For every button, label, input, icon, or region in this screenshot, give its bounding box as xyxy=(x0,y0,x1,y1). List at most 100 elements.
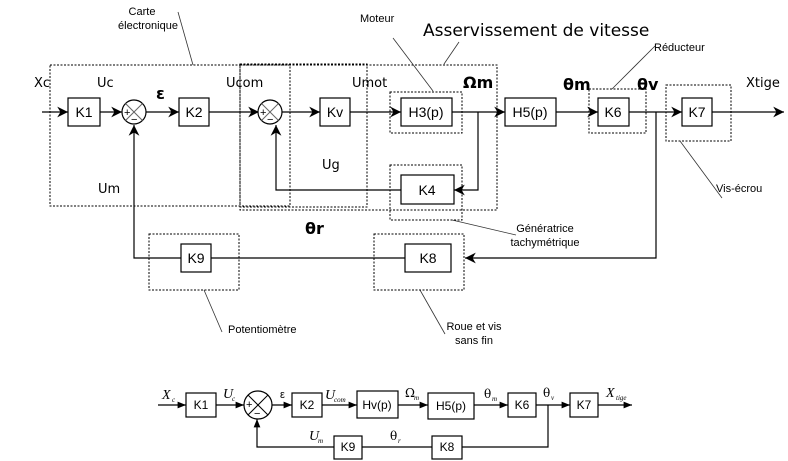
svg-text:K1: K1 xyxy=(75,104,92,120)
block-b-k9: K9 xyxy=(333,435,363,460)
diagram-title: Asservissement de vitesse xyxy=(423,21,649,41)
block-b-k8: K8 xyxy=(431,435,463,460)
wire-um xyxy=(128,125,181,259)
block-h5: H5(p) xyxy=(504,97,557,127)
svg-text:K4: K4 xyxy=(418,182,435,198)
svg-text:U: U xyxy=(223,387,234,402)
svg-text:K2: K2 xyxy=(185,104,202,120)
svg-text:K7: K7 xyxy=(577,398,592,412)
minus-sign: − xyxy=(131,114,137,126)
annotation-generatrice-line2: tachymétrique xyxy=(510,237,579,249)
block-kv: Kv xyxy=(319,97,351,127)
svg-text:c: c xyxy=(172,396,176,404)
top-diagram: Asservissement de vitesse xyxy=(34,6,784,347)
plus-sign: + xyxy=(260,107,266,119)
svg-text:m: m xyxy=(492,395,497,403)
signal-b-theta-r: θ r xyxy=(390,429,401,445)
block-k2: K2 xyxy=(178,97,210,127)
svg-text:m: m xyxy=(414,394,419,402)
svg-text:Ω: Ω xyxy=(405,386,415,400)
signal-b-theta-v: θ v xyxy=(543,386,555,402)
annotation-carte-line2: électronique xyxy=(118,20,178,32)
svg-text:tige: tige xyxy=(616,394,627,402)
moteur-leader xyxy=(392,37,434,92)
vis-ecrou-leader xyxy=(679,140,723,199)
svg-text:K2: K2 xyxy=(300,398,315,412)
block-k9: K9 xyxy=(180,243,212,273)
annotation-reducteur: Réducteur xyxy=(654,42,705,54)
svg-text:K6: K6 xyxy=(515,398,530,412)
signal-theta-m: θm xyxy=(563,75,591,94)
annotation-vis-ecrou: Vis-écrou xyxy=(716,183,762,195)
svg-text:K7: K7 xyxy=(688,104,705,120)
signal-uc: Uc xyxy=(97,76,114,91)
roue-leader xyxy=(419,289,446,335)
signal-b-xc: X c xyxy=(161,388,176,404)
block-b-k6: K6 xyxy=(507,392,537,418)
potentiometre-leader xyxy=(203,289,223,333)
svg-text:H3(p): H3(p) xyxy=(408,104,443,120)
svg-text:c: c xyxy=(232,395,236,403)
inner-loop-box xyxy=(239,63,368,208)
bottom-diagram: K1 K2 Hv(p) H5(p) K6 K7 K9 K8 xyxy=(158,386,632,460)
annotation-roue-line1: Roue et vis xyxy=(446,321,502,333)
svg-text:H5(p): H5(p) xyxy=(436,399,466,413)
signal-um: Um xyxy=(98,182,120,197)
svg-text:v: v xyxy=(551,394,555,402)
roue-vis-box xyxy=(373,233,465,291)
signal-omega-m: Ωm xyxy=(463,73,493,92)
svg-text:K9: K9 xyxy=(341,440,356,454)
svg-text:θ: θ xyxy=(390,429,397,443)
block-b-h5: H5(p) xyxy=(427,392,475,420)
signal-b-um: U m xyxy=(309,429,323,445)
carte-electronique-box xyxy=(49,64,291,207)
svg-text:r: r xyxy=(398,437,401,445)
asservissement-vitesse-box xyxy=(239,64,498,211)
minus-sign: − xyxy=(267,114,273,126)
svg-text:K9: K9 xyxy=(187,250,204,266)
generatrice-leader xyxy=(451,219,517,236)
summing-junction-2: + − xyxy=(257,99,283,126)
signal-b-ucom: U com xyxy=(325,388,346,404)
signal-b-theta-m: θ m xyxy=(484,387,497,403)
signal-b-uc: U c xyxy=(223,387,236,403)
signal-epsilon: ε xyxy=(156,84,165,103)
potentiometre-box xyxy=(148,233,240,291)
svg-text:U: U xyxy=(309,429,320,444)
signal-xc: Xc xyxy=(34,76,50,91)
signal-umot: Umot xyxy=(352,76,387,91)
vis-ecrou-box xyxy=(665,84,732,142)
plus-sign: + xyxy=(246,399,252,411)
signal-theta-r: θr xyxy=(305,219,324,238)
summing-junction-1: + − xyxy=(121,99,147,126)
wire-ug xyxy=(270,125,401,191)
svg-text:θ: θ xyxy=(484,387,491,401)
svg-text:Kv: Kv xyxy=(327,104,343,120)
block-b-hv: Hv(p) xyxy=(356,390,399,419)
block-k1: K1 xyxy=(67,97,101,127)
wire-b-theta-v-feedback xyxy=(462,405,549,448)
svg-text:K1: K1 xyxy=(194,398,209,412)
block-b-k2: K2 xyxy=(291,392,323,418)
svg-text:K8: K8 xyxy=(440,440,455,454)
wire-b-um xyxy=(253,419,334,448)
svg-text:X: X xyxy=(161,388,171,403)
signal-ucom: Ucom xyxy=(226,76,263,91)
block-k6: K6 xyxy=(597,97,630,127)
annotation-generatrice-line1: Génératrice xyxy=(516,223,573,235)
block-k7: K7 xyxy=(681,97,713,127)
signal-theta-v: θv xyxy=(637,75,659,94)
wire-tach-feedback xyxy=(454,112,479,196)
annotation-potentiometre: Potentiomètre xyxy=(228,324,296,336)
svg-text:m: m xyxy=(318,437,323,445)
annotation-moteur: Moteur xyxy=(360,13,395,25)
signal-b-omega: Ω m xyxy=(405,386,419,402)
svg-text:K6: K6 xyxy=(604,104,621,120)
signal-xtige: Xtige xyxy=(746,76,780,91)
block-k4: K4 xyxy=(400,174,455,205)
block-h3: H3(p) xyxy=(400,97,453,127)
carte-leader xyxy=(177,11,194,66)
svg-text:X: X xyxy=(605,386,615,401)
signal-b-epsilon: ε xyxy=(280,389,285,401)
